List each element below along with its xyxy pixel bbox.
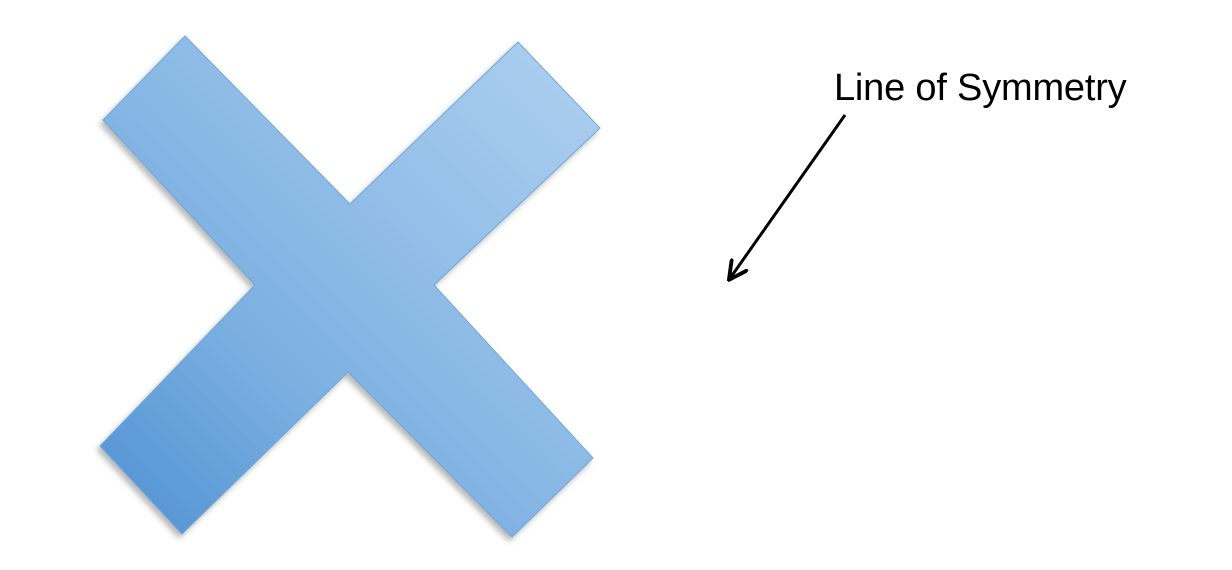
x-shape: [99, 35, 601, 538]
line-of-symmetry-label: Line of Symmetry: [834, 67, 1127, 109]
leader-arrow: [729, 114, 847, 279]
